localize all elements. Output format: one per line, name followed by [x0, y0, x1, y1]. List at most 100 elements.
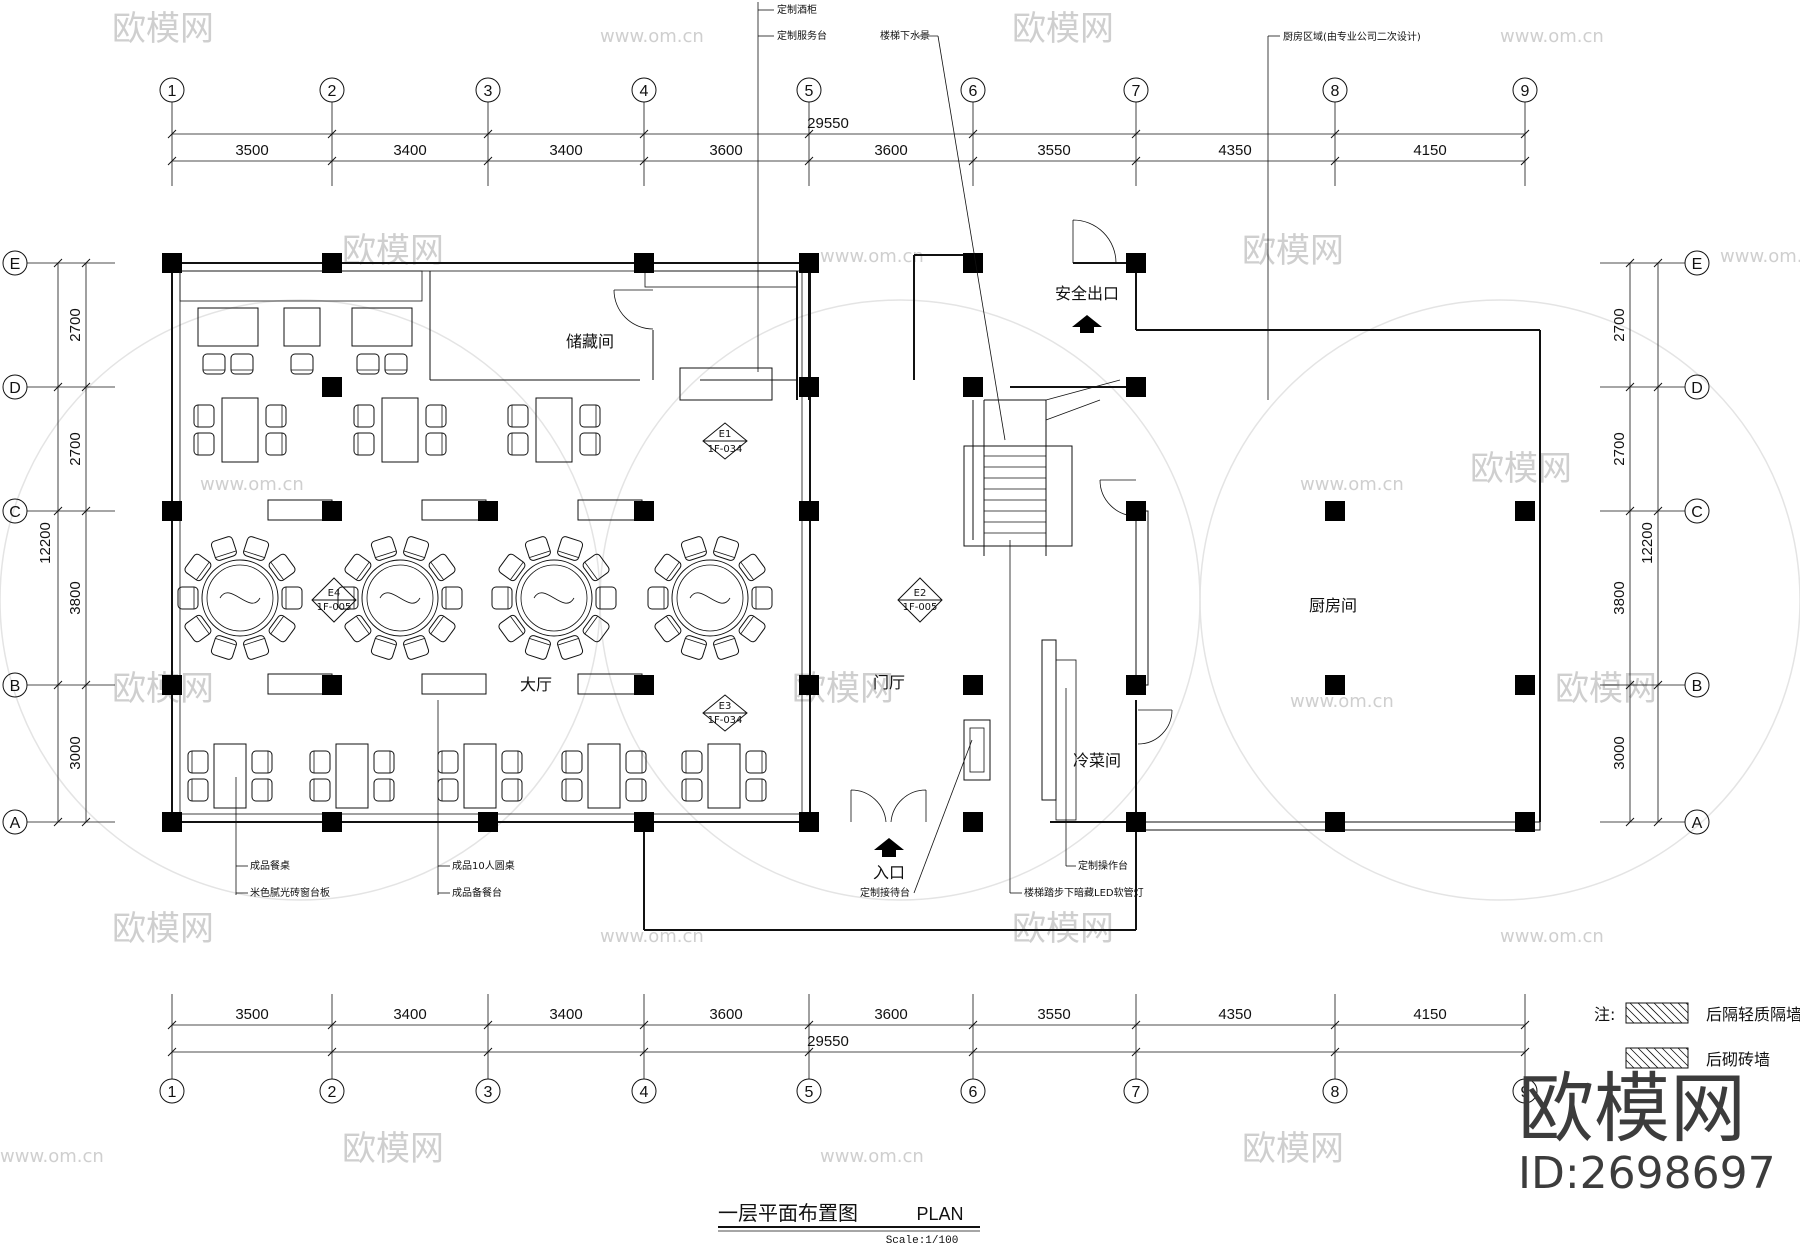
chair-seat: [561, 778, 583, 802]
title-en: PLAN: [916, 1204, 963, 1224]
hatch-line: [1645, 1047, 1667, 1069]
dim-tick: [1131, 1020, 1141, 1030]
chair-seat: [582, 553, 610, 582]
chair: [356, 353, 380, 375]
legend-note: 注:: [1594, 1005, 1615, 1024]
structural-column: [1515, 812, 1535, 832]
chair-seat: [337, 586, 359, 610]
chair-seat: [268, 553, 296, 582]
table-top: [335, 743, 369, 809]
chair-seat: [654, 614, 682, 643]
hatch-line: [1677, 1047, 1689, 1059]
chair-seat: [595, 586, 617, 610]
chair: [498, 553, 526, 582]
chair-seat: [353, 432, 375, 456]
grid-bubble-5-bottom: 5: [796, 1078, 822, 1104]
round-table-10: [337, 536, 463, 660]
dim-tick: [639, 156, 649, 166]
svg-text:3: 3: [484, 1084, 493, 1101]
dim-tick: [1625, 817, 1635, 827]
wall-kitchen-left: [1135, 510, 1149, 686]
round-table-lazy-susan: [520, 564, 588, 632]
structural-column: [634, 253, 654, 273]
chair: [290, 353, 314, 375]
chair-back: [713, 550, 735, 559]
chair-back: [584, 561, 599, 581]
dim-tick: [327, 129, 337, 139]
grid-bubble-1-top: 1: [159, 77, 185, 103]
chair-seat: [745, 778, 767, 802]
service-counter: [679, 367, 773, 401]
chair: [425, 404, 447, 428]
chair-seat: [654, 553, 682, 582]
chair-seat: [681, 778, 703, 802]
structural-column: [162, 812, 182, 832]
dim-tick: [327, 1020, 337, 1030]
chair-seat: [403, 536, 430, 561]
grid-bubble-D-right: D: [1684, 374, 1710, 400]
chair: [184, 614, 212, 643]
table-four-seat: [193, 397, 287, 463]
anno-reception-desk: 定制接待台: [860, 886, 910, 899]
watermark-text: 欧模网: [1012, 9, 1114, 49]
chair-seat: [713, 536, 740, 561]
hatch-line: [1669, 1047, 1689, 1067]
grid-bubbles-left: E D C B A: [2, 250, 28, 835]
chair: [177, 586, 199, 610]
chair-seat: [309, 750, 331, 774]
dim-bottom-1: 3500: [235, 1006, 268, 1023]
chair-seat: [647, 586, 669, 610]
brand-logo-text: 欧模网: [1518, 1064, 1746, 1153]
dim-total-top: 29550: [807, 115, 849, 132]
dim-tick: [1520, 129, 1530, 139]
anno-dining-table: 成品餐桌: [250, 859, 290, 872]
entrance-arrow-icon: [874, 838, 904, 857]
chair-seat: [251, 750, 273, 774]
chair: [344, 614, 372, 643]
chair-seat: [680, 635, 707, 660]
chair-seat: [557, 635, 584, 660]
structural-column: [1325, 501, 1345, 521]
svg-text:E4: E4: [328, 588, 341, 599]
table-four-seat-lower: [187, 743, 273, 809]
chair-seat: [524, 536, 551, 561]
chair-back: [270, 615, 285, 635]
hatch-line: [1669, 1002, 1689, 1022]
grid-bubble-D-left: D: [2, 374, 28, 400]
chair-seat: [498, 553, 526, 582]
svg-text:4: 4: [640, 1084, 649, 1101]
watermark-url: www.om.cn: [0, 1146, 104, 1167]
table-four-seat: [353, 397, 447, 463]
chair: [579, 404, 601, 428]
chair-back: [685, 637, 707, 646]
chair-seat: [498, 614, 526, 643]
dim-tick: [639, 1047, 649, 1057]
chair-back: [355, 561, 370, 581]
structural-column: [322, 812, 342, 832]
chair-back: [740, 561, 755, 581]
chair-seat: [370, 536, 397, 561]
brand-watermark: 欧模网 ID:2698697: [1518, 1064, 1776, 1199]
table-top: [197, 307, 259, 347]
chair-back: [375, 550, 397, 559]
chair-back: [509, 561, 524, 581]
chair: [370, 536, 397, 561]
hatch-line: [1629, 1002, 1651, 1024]
table-decor: [533, 592, 575, 604]
svg-text:5: 5: [805, 83, 814, 100]
chair-seat: [265, 432, 287, 456]
chair-seat: [437, 750, 459, 774]
chair-seat: [243, 635, 270, 660]
dim-bottom-3: 3400: [549, 1006, 582, 1023]
svg-text:E: E: [10, 256, 21, 273]
svg-text:1: 1: [168, 1084, 177, 1101]
safety-exit-arrow-icon: [1072, 315, 1102, 333]
dim-tick: [1625, 680, 1635, 690]
watermark-layer: 欧模网欧模网欧模网欧模网欧模网欧模网欧模网欧模网欧模网欧模网欧模网欧模网www.…: [0, 9, 1800, 1169]
svg-text:1F-005: 1F-005: [317, 602, 352, 613]
table-top: [283, 307, 321, 347]
chair-seat: [428, 553, 456, 582]
dim-left-4: 3000: [67, 736, 84, 769]
dim-tick: [804, 1047, 814, 1057]
chair: [309, 778, 331, 802]
